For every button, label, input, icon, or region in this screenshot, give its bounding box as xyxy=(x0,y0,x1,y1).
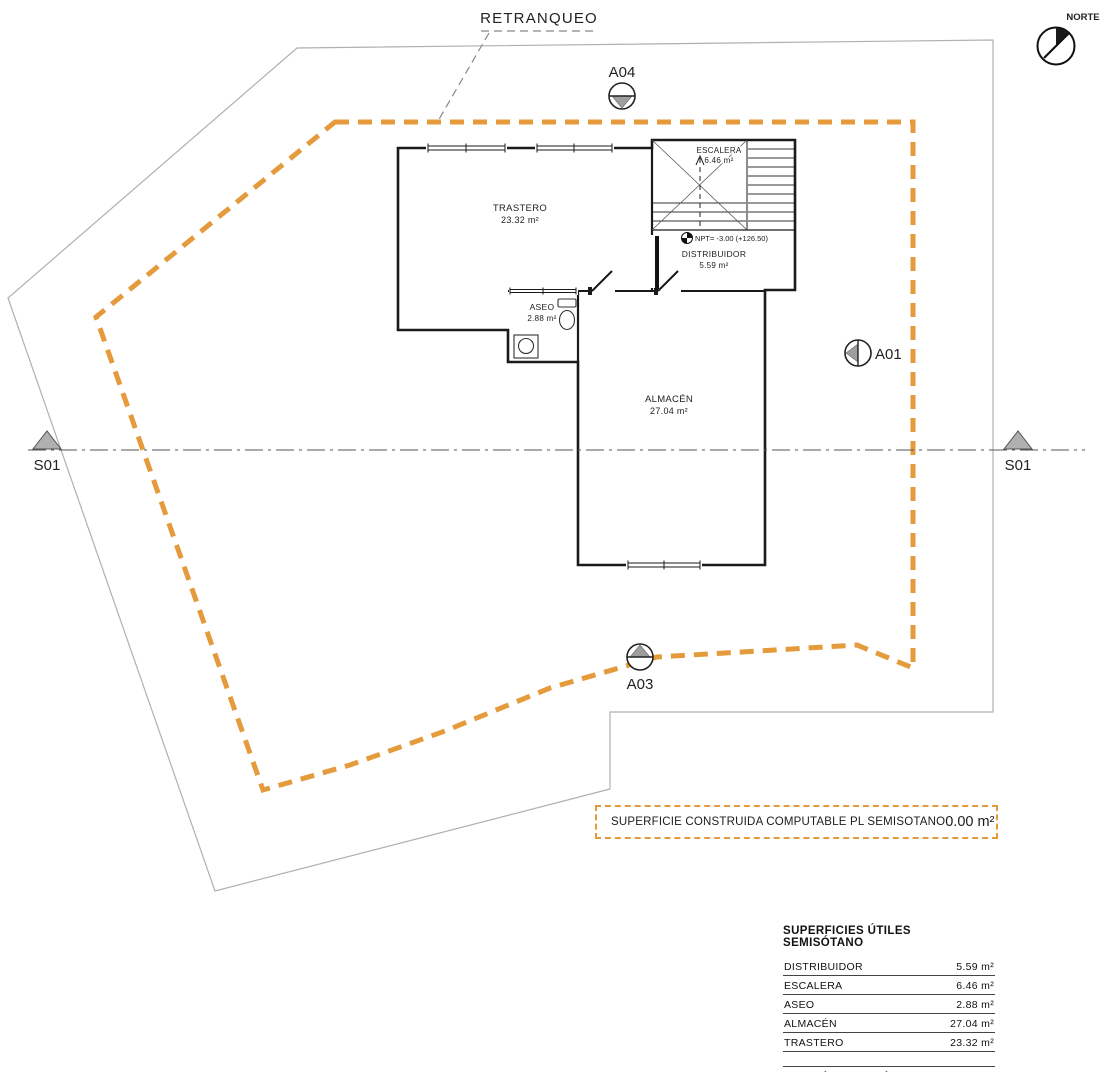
room-label-almacen: ALMACÉN xyxy=(645,394,693,405)
level-marker: NPT= -3.00 (+126.50) xyxy=(681,232,768,244)
section-label-left: S01 xyxy=(34,457,61,474)
a04-label: A04 xyxy=(609,64,636,81)
room-labels: TRASTERO 23.32 m² ESCALERA 6.46 m² DISTR… xyxy=(491,145,747,418)
row-area: 6.46 m² xyxy=(956,980,994,992)
level-label: NPT= -3.00 (+126.50) xyxy=(695,234,768,243)
table-row-trastero: TRASTERO 23.32 m² xyxy=(783,1033,995,1052)
row-name: ASEO xyxy=(784,999,815,1011)
building: NPT= -3.00 (+126.50) TRASTERO 23.32 m² E… xyxy=(396,138,797,570)
window-trastero-2 xyxy=(535,143,614,153)
room-area-distribuidor: 5.59 m² xyxy=(699,261,728,270)
row-name: TRASTERO xyxy=(784,1037,844,1049)
section-label-right: S01 xyxy=(1005,457,1032,474)
room-label-trastero: TRASTERO xyxy=(493,203,547,214)
table-row-distribuidor: DISTRIBUIDOR 5.59 m² xyxy=(783,957,995,976)
superficie-computable-label: SUPERFICIE CONSTRUIDA COMPUTABLE PL SEMI… xyxy=(611,816,946,828)
row-area: 2.88 m² xyxy=(956,999,994,1011)
stair xyxy=(651,139,794,231)
elevation-marker-a04: A04 xyxy=(608,64,636,110)
a01-label: A01 xyxy=(875,346,902,363)
toilet-bowl xyxy=(558,309,576,331)
table-row-aseo: ASEO 2.88 m² xyxy=(783,995,995,1014)
room-area-escalera: 6.46 m² xyxy=(704,156,733,165)
section-line-s01: S01 S01 xyxy=(28,430,1085,474)
table-row-escalera: ESCALERA 6.46 m² xyxy=(783,976,995,995)
window-aseo-partition xyxy=(509,287,578,295)
room-label-aseo: ASEO xyxy=(530,302,555,312)
bathroom-fixtures xyxy=(513,298,577,359)
room-area-almacen: 27.04 m² xyxy=(650,406,688,416)
row-area: 23.32 m² xyxy=(950,1037,994,1049)
north-arrow: NORTE xyxy=(1036,12,1100,66)
room-label-escalera: ESCALERA xyxy=(696,146,741,155)
north-label: NORTE xyxy=(1066,12,1099,23)
retranqueo-label: RETRANQUEO xyxy=(480,10,598,27)
room-area-aseo: 2.88 m² xyxy=(527,314,556,323)
toilet-cistern xyxy=(557,298,577,308)
room-area-trastero: 23.32 m² xyxy=(501,215,539,225)
table-total-row: TOTAL ÚTIL SEMISÓTANO 65.29 m² xyxy=(783,1066,995,1072)
a03-label: A03 xyxy=(627,676,654,693)
superficie-computable-value: 0.00 m² xyxy=(945,814,995,830)
row-area: 27.04 m² xyxy=(950,1018,994,1030)
doors xyxy=(588,235,681,296)
section-marker-left xyxy=(31,430,63,450)
row-area: 5.59 m² xyxy=(956,961,994,973)
stair-direction-line xyxy=(695,154,705,226)
section-marker-right xyxy=(1002,430,1034,450)
areas-table: SUPERFICIES ÚTILES SEMISÓTANO DISTRIBUID… xyxy=(783,925,995,1072)
elevation-marker-a01: A01 xyxy=(844,339,902,367)
row-name: ALMACÉN xyxy=(784,1018,837,1030)
window-trastero-1 xyxy=(426,143,507,153)
retranqueo-leader xyxy=(437,30,597,122)
windows xyxy=(426,143,702,570)
room-label-distribuidor: DISTRIBUIDOR xyxy=(682,249,747,259)
areas-table-title: SUPERFICIES ÚTILES SEMISÓTANO xyxy=(783,925,911,949)
window-almacen xyxy=(626,560,702,570)
table-row-almacen: ALMACÉN 27.04 m² xyxy=(783,1014,995,1033)
sink-basin xyxy=(517,337,535,355)
row-name: DISTRIBUIDOR xyxy=(784,961,863,973)
superficie-computable-box: SUPERFICIE CONSTRUIDA COMPUTABLE PL SEMI… xyxy=(595,805,998,839)
row-name: ESCALERA xyxy=(784,980,843,992)
elevation-marker-a03: A03 xyxy=(626,643,654,693)
